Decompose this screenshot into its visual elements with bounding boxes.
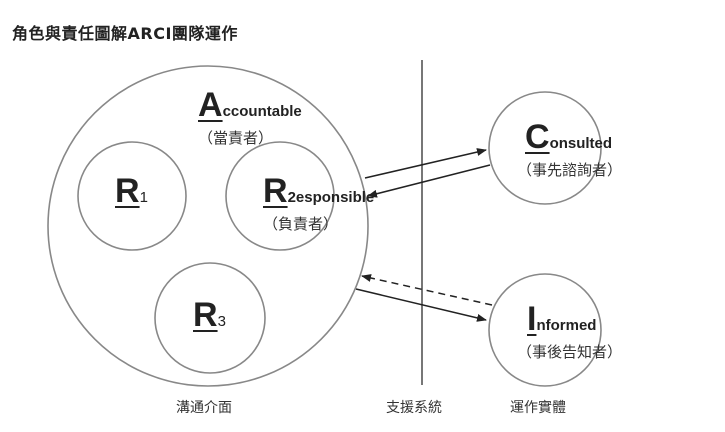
arrow-from-consulted	[367, 164, 491, 198]
accountable-label: Accountable （當責者）	[198, 86, 302, 148]
informed-label: Informed （事後告知者）	[517, 300, 622, 362]
r1-circle	[77, 141, 187, 251]
informed-zh: （事後告知者）	[517, 343, 623, 361]
accountable-rest: ccountable	[222, 103, 302, 120]
consulted-rest: onsulted	[549, 135, 613, 152]
consulted-zh: （事先諮詢者）	[517, 161, 623, 179]
consulted-circle	[488, 91, 602, 205]
accountable-circle	[47, 65, 369, 387]
accountable-zh: （當責者）	[198, 129, 274, 147]
r2-rest: 2esponsible	[287, 189, 375, 206]
r1-number: 1	[139, 189, 148, 206]
r3-number: 3	[217, 313, 226, 330]
r2-label: R2esponsible （負責者）	[263, 172, 374, 234]
r2-zh: （負責者）	[263, 215, 339, 233]
r2-letter: R	[263, 172, 288, 210]
r1-label: R1	[115, 172, 148, 211]
caption-interface: 溝通介面	[176, 400, 232, 416]
arrow-to-consulted	[364, 148, 487, 179]
diagram-title: 角色與責任圖解ARCI團隊運作	[12, 24, 238, 43]
consulted-label: Consulted （事先諮詢者）	[517, 118, 622, 180]
informed-rest: nformed	[536, 317, 597, 334]
arrow-to-informed	[355, 288, 487, 322]
r3-label: R3	[193, 296, 226, 335]
r3-letter: R	[193, 296, 218, 334]
r2-circle	[225, 141, 335, 251]
informed-letter: I	[527, 300, 537, 338]
accountable-letter: A	[198, 86, 223, 124]
consulted-letter: C	[525, 118, 550, 156]
caption-entity: 運作實體	[510, 400, 566, 416]
dashed-arrow-from-informed	[361, 274, 493, 306]
caption-support: 支援系統	[386, 400, 442, 416]
r1-letter: R	[115, 172, 140, 210]
informed-circle	[488, 273, 602, 387]
r3-circle	[154, 262, 266, 374]
